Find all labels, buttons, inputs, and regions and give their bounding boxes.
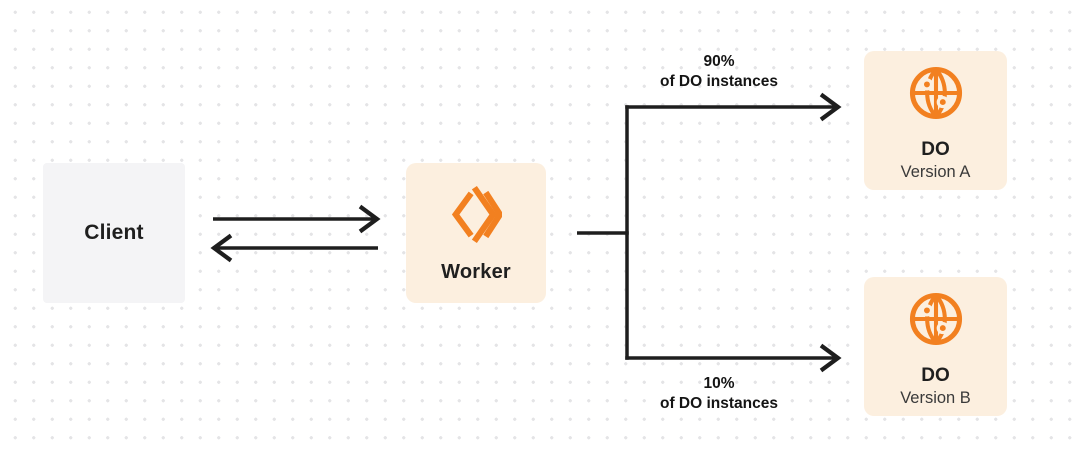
- arrow-client-to-worker-head: [358, 204, 381, 234]
- worker-label: Worker: [441, 261, 511, 283]
- arrow-to-do-b-head: [819, 343, 842, 373]
- globe-icon: [909, 66, 962, 120]
- node-client: Client: [43, 163, 185, 303]
- do-b-subtitle: Version B: [900, 389, 971, 407]
- client-label: Client: [84, 221, 144, 244]
- branch-top-percent: 90%: [703, 53, 735, 70]
- branch-bottom-label: 10% of DO instances: [619, 374, 819, 414]
- do-a-subtitle: Version A: [900, 163, 971, 181]
- branch-top-caption: of DO instances: [660, 73, 778, 90]
- node-worker: Worker: [406, 163, 546, 303]
- do-a-title: DO: [921, 139, 950, 160]
- node-do-version-a: DO Version A: [864, 51, 1007, 190]
- globe-icon: [909, 292, 962, 346]
- node-do-version-b: DO Version B: [864, 277, 1007, 416]
- cloudflare-workers-logo-icon: [451, 185, 502, 244]
- branch-bottom-percent: 10%: [703, 375, 735, 392]
- branch-bottom-caption: of DO instances: [660, 395, 778, 412]
- arrow-to-do-a-head: [819, 92, 842, 122]
- arrow-worker-to-client-head: [210, 233, 233, 263]
- do-b-title: DO: [921, 365, 950, 386]
- branch-top-label: 90% of DO instances: [619, 52, 819, 92]
